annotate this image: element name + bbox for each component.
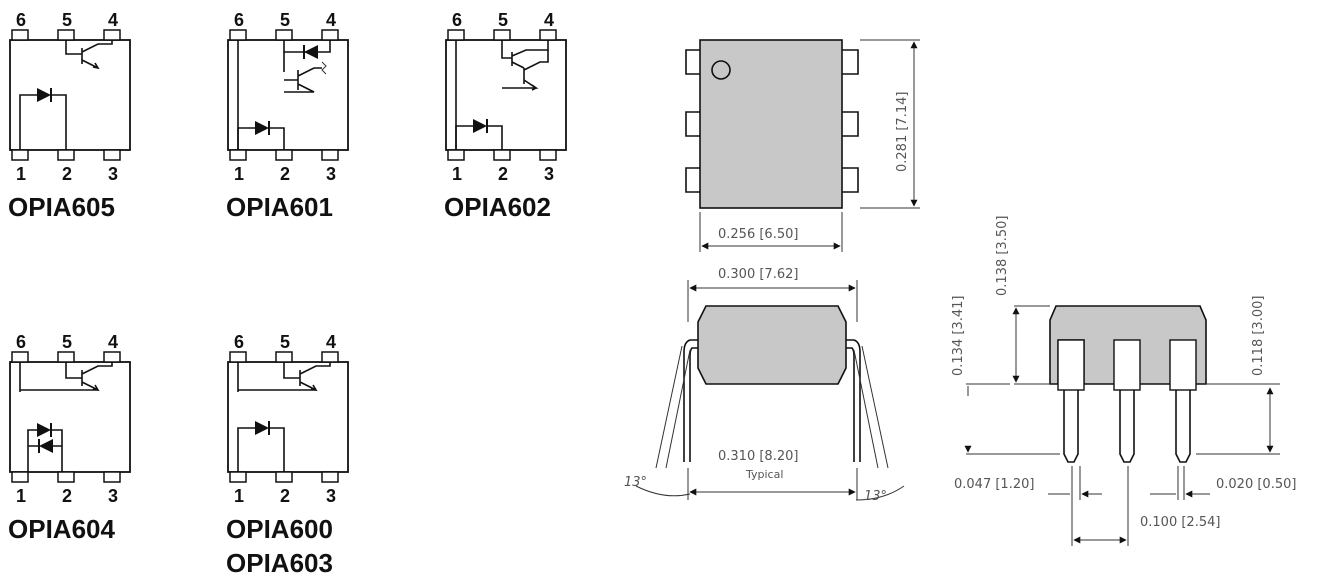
dim-lead-thickness: 0.020 [0.50] [1216,477,1296,492]
package-name: OPIA600 [226,514,333,544]
pin-label: 3 [108,486,118,506]
phototransistor-symbol [237,362,331,392]
pin-label: 5 [280,10,290,30]
package-name: OPIA601 [226,192,333,222]
dim-row-spacing-note: Typical [745,468,783,481]
pin-label: 1 [234,164,244,184]
pin-label: 4 [326,10,336,30]
pin-label: 4 [108,332,118,352]
pin-label: 6 [452,10,462,30]
pin-label: 3 [326,486,336,506]
package-opia602: 6 5 4 1 2 3 OPIA602 [444,10,567,222]
dim-lead-span: 0.300 [7.62] [718,267,798,282]
pin-numbers-top: 6 5 4 [234,332,336,352]
dim-seat-height: 0.134 [3.41] [951,296,966,376]
dim-overall-height: 0.138 [3.50] [995,216,1010,296]
pin-label: 1 [16,486,26,506]
pin-label: 1 [16,164,26,184]
pin-numbers-bottom: 1 2 3 [16,486,118,506]
pin-label: 4 [108,10,118,30]
pin-numbers-top: 6 5 4 [452,10,554,30]
pin-label: 5 [62,10,72,30]
pin-numbers-bottom: 1 2 3 [452,164,554,184]
end-view-drawing: 0.300 [7.62] 0.310 [8.20] Typical 13° 13… [624,267,905,504]
top-view-drawing: 0.281 [7.14] 0.256 [6.50] [685,39,920,252]
package-opia600-opia603: 6 5 4 1 2 3 OPIA600 OPIA603 [226,332,349,578]
pin-numbers-top: 6 5 4 [16,332,118,352]
pin-label: 6 [16,10,26,30]
antiparallel-diodes-symbol [27,422,63,472]
package-body-top-view [699,39,843,209]
dim-angle-left: 13° [624,475,647,490]
package-outline [227,351,349,483]
led-diode-symbol [19,87,67,150]
side-view-drawing: 0.138 [3.50] 0.134 [3.41] 0.118 [3.00] 0… [951,216,1296,546]
phototransistor-symbol [19,362,113,392]
led-diode-symbol [455,118,503,150]
pin-label: 6 [16,332,26,352]
package-name-secondary: OPIA603 [226,548,333,578]
pin-label: 6 [234,10,244,30]
led-diode-symbol [237,120,285,150]
package-opia601: 6 5 4 1 2 3 OPIA601 [226,10,349,222]
dim-angle-right: 13° [864,489,887,504]
pin-label: 2 [62,164,72,184]
pin-label: 3 [326,164,336,184]
dim-body-height: 0.281 [7.14] [895,92,910,172]
pin-label: 3 [108,164,118,184]
phototransistor-symbol [65,40,113,70]
pin-label: 2 [62,486,72,506]
pin-label: 2 [280,164,290,184]
pin-numbers-bottom: 1 2 3 [16,164,118,184]
pin-label: 4 [326,332,336,352]
package-opia604: 6 5 4 1 2 3 OPIA604 [8,332,131,544]
package-opia605: 6 5 4 1 2 3 OPIA605 [8,10,131,222]
pin-label: 2 [280,486,290,506]
pin-label: 4 [544,10,554,30]
pin-label: 5 [280,332,290,352]
pin-label: 2 [498,164,508,184]
led-diode-symbol [237,420,285,472]
pin-label: 3 [544,164,554,184]
dim-body-width: 0.256 [6.50] [718,227,798,242]
pin-numbers-top: 6 5 4 [16,10,118,30]
pin-numbers-top: 6 5 4 [234,10,336,30]
pin-numbers-bottom: 1 2 3 [234,486,336,506]
pin-label: 6 [234,332,244,352]
pin-label: 1 [452,164,462,184]
package-name: OPIA604 [8,514,115,544]
dim-row-spacing: 0.310 [8.20] [718,449,798,464]
pin-label: 5 [498,10,508,30]
pin-numbers-bottom: 1 2 3 [234,164,336,184]
dim-pitch: 0.100 [2.54] [1140,515,1220,530]
package-body-end-view [697,305,847,385]
pin-label: 5 [62,332,72,352]
dim-lead-width: 0.047 [1.20] [954,477,1034,492]
package-name: OPIA602 [444,192,551,222]
package-name: OPIA605 [8,192,115,222]
dim-lead-length: 0.118 [3.00] [1251,296,1266,376]
pin-label: 1 [234,486,244,506]
pin1-marker [711,60,731,80]
